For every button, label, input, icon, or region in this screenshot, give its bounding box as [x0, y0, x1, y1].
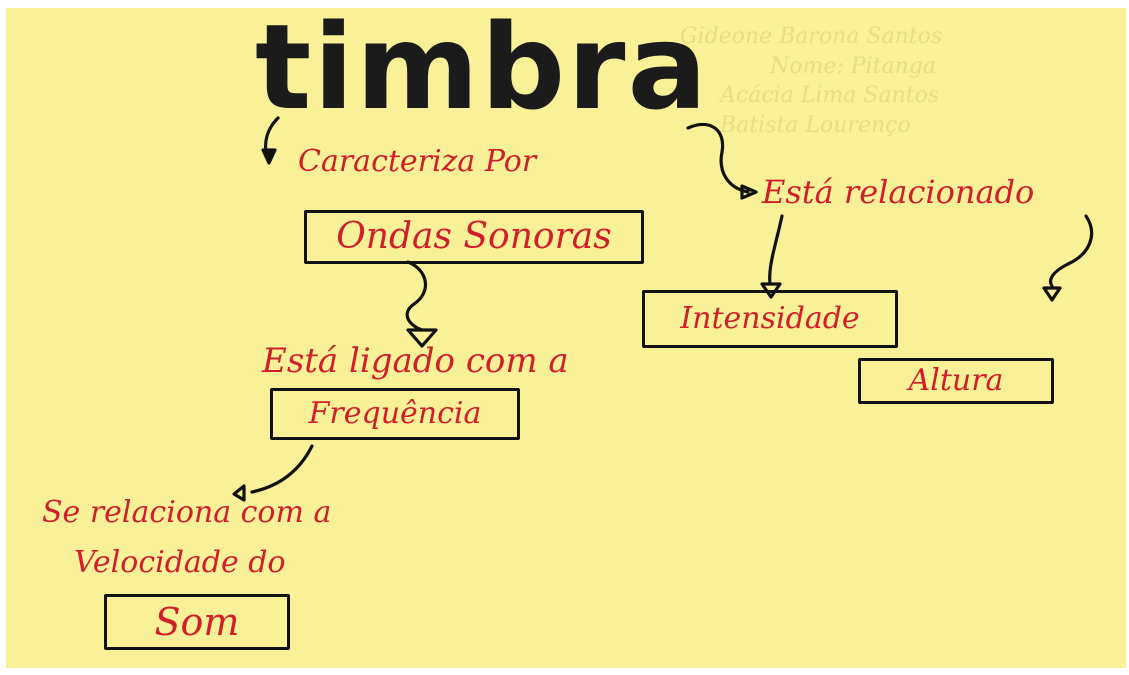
label-se-relaciona-com-a: Se relaciona com a: [42, 495, 332, 530]
faint-header-bleedthrough: Gideone Barona Santos Nome: Pitanga Acác…: [680, 22, 1120, 141]
paper-sheet: [6, 8, 1126, 668]
label-velocidade-do: Velocidade do: [74, 545, 286, 580]
box-altura: Altura: [858, 358, 1054, 404]
label-esta-relacionado: Está relacionado: [762, 173, 1035, 211]
box-frequencia-text: Frequência: [308, 396, 482, 431]
box-ondas-sonoras-text: Ondas Sonoras: [336, 216, 612, 257]
box-altura-text: Altura: [908, 363, 1004, 398]
label-caracteriza-por: Caracteriza Por: [298, 144, 537, 179]
box-som: Som: [104, 594, 290, 650]
concept-map-title: timbra: [255, 0, 710, 136]
faint-header-line: Gideone Barona Santos: [680, 24, 943, 49]
box-intensidade: Intensidade: [642, 290, 898, 348]
faint-header-line: Batista Lourenço: [720, 113, 911, 139]
box-intensidade-text: Intensidade: [680, 301, 860, 336]
faint-header-line: Nome: Pitanga: [770, 53, 936, 79]
label-esta-ligado-com-a: Está ligado com a: [262, 341, 569, 381]
faint-header-line: Acácia Lima Santos: [720, 83, 940, 109]
box-som-text: Som: [154, 600, 240, 644]
box-ondas-sonoras: Ondas Sonoras: [304, 210, 644, 264]
box-frequencia: Frequência: [270, 388, 520, 440]
